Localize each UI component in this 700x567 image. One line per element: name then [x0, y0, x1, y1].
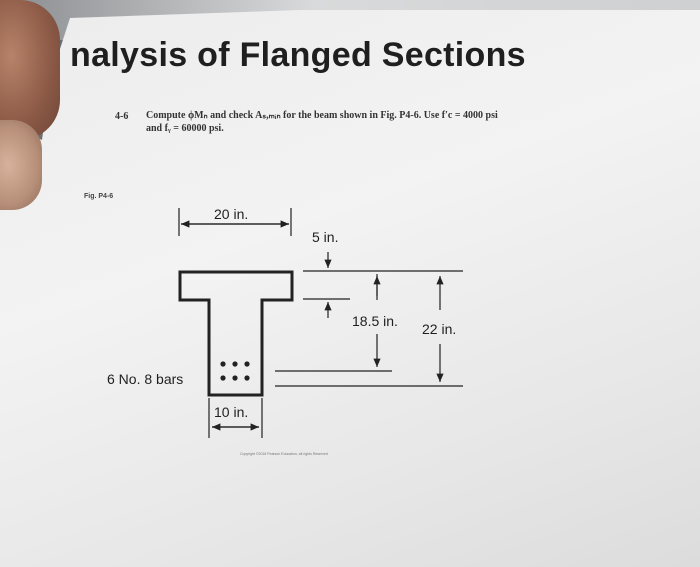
web-width-label: 10 in.: [214, 404, 248, 420]
rebar-bar: [232, 361, 238, 367]
figure-label: Fig. P4-6: [84, 193, 114, 200]
effective-depth-dimension: [275, 274, 392, 372]
problem-statement: Compute ϕMₙ and check Aₛ,ₘᵢₙ for the bea…: [146, 109, 526, 135]
problem-line-2: and fᵧ = 60000 psi.: [146, 123, 224, 134]
rebar-bar: [220, 375, 226, 381]
effective-depth-label: 18.5 in.: [352, 313, 398, 329]
rebar-bar: [220, 361, 226, 367]
flange-width-dimension: [178, 208, 292, 236]
total-depth-dimension: [275, 276, 463, 387]
flange-thickness-dimension: [303, 252, 350, 318]
total-depth-label: 22 in.: [422, 321, 456, 337]
rebar-bar: [244, 375, 250, 381]
rebar-bars: [220, 361, 250, 381]
problem-number: 4-6: [115, 111, 129, 122]
t-beam-section: [178, 270, 294, 397]
copyright-notice: Copyright ©2016 Pearson Education, all r…: [240, 452, 328, 456]
reinforcement-label: 6 No. 8 bars: [107, 371, 183, 387]
problem-line-1: Compute ϕMₙ and check Aₛ,ₘᵢₙ for the bea…: [146, 110, 498, 121]
flange-thickness-label: 5 in.: [312, 229, 338, 245]
page-title: nalysis of Flanged Sections: [70, 36, 526, 74]
flange-width-label: 20 in.: [214, 206, 248, 222]
rebar-bar: [244, 361, 250, 367]
rebar-bar: [232, 375, 238, 381]
web-width-dimension: [208, 398, 263, 438]
thumb-lower: [0, 120, 42, 210]
thumb: [0, 0, 60, 140]
